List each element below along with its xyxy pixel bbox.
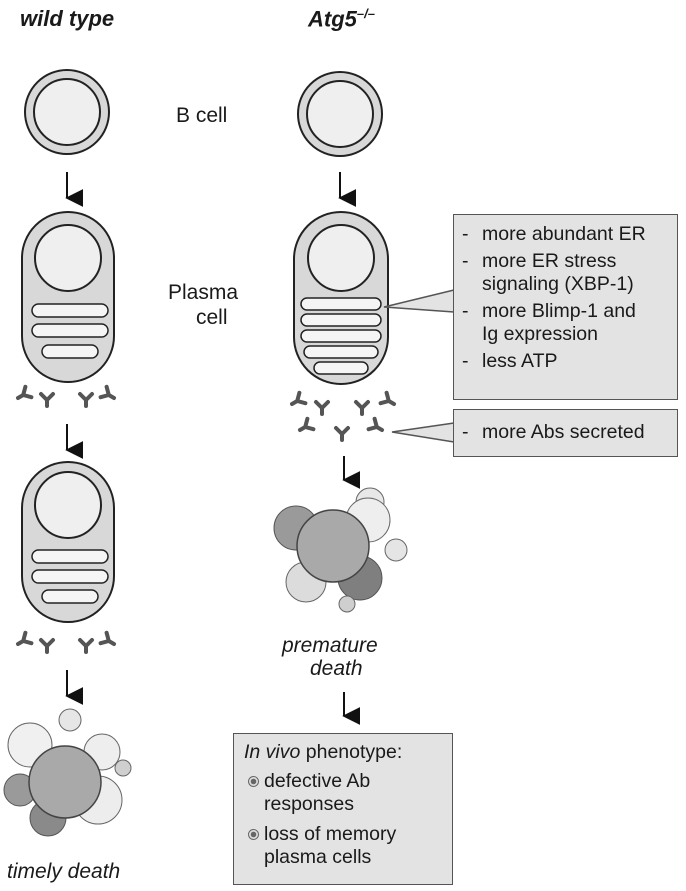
abs-callout-pointer — [391, 422, 455, 443]
atg5-dying-cell — [273, 487, 408, 613]
wt-plasma-cell-2 — [21, 461, 115, 623]
plasma-label-line1: Plasma — [168, 281, 239, 304]
atg5-plasma-cell — [293, 211, 389, 385]
b-cell-label: B cell — [176, 104, 228, 127]
er-callout-pointer — [383, 289, 455, 313]
er-item-4: -less ATP — [462, 350, 558, 372]
premature-death-line2: death — [310, 657, 363, 680]
abs-item: -more Abs secreted — [462, 421, 645, 443]
atg5-b-cell — [297, 71, 383, 157]
bullet-icon — [248, 829, 259, 840]
wt-b-cell — [24, 69, 110, 155]
plasma-label-line2: cell — [196, 306, 228, 329]
bullet-icon — [248, 776, 259, 787]
timely-death-label: timely death — [7, 860, 121, 883]
atg5-header-superscript: –/– — [356, 6, 375, 21]
wt-plasma-cell-1 — [21, 211, 115, 383]
wt-antibodies-2 — [13, 630, 119, 654]
atg5-antibodies — [287, 390, 399, 442]
er-item-1: -more abundant ER — [462, 223, 646, 245]
wt-dying-cell — [3, 708, 132, 837]
abs-secreted-box: -more Abs secreted — [453, 409, 678, 457]
wild-type-header: wild type — [20, 6, 115, 31]
phenotype-title: In vivo phenotype: — [244, 741, 403, 763]
wt-antibodies-1 — [13, 384, 119, 408]
premature-death-line1: premature — [282, 634, 378, 657]
atg5-header: Atg5–/– — [308, 6, 375, 32]
